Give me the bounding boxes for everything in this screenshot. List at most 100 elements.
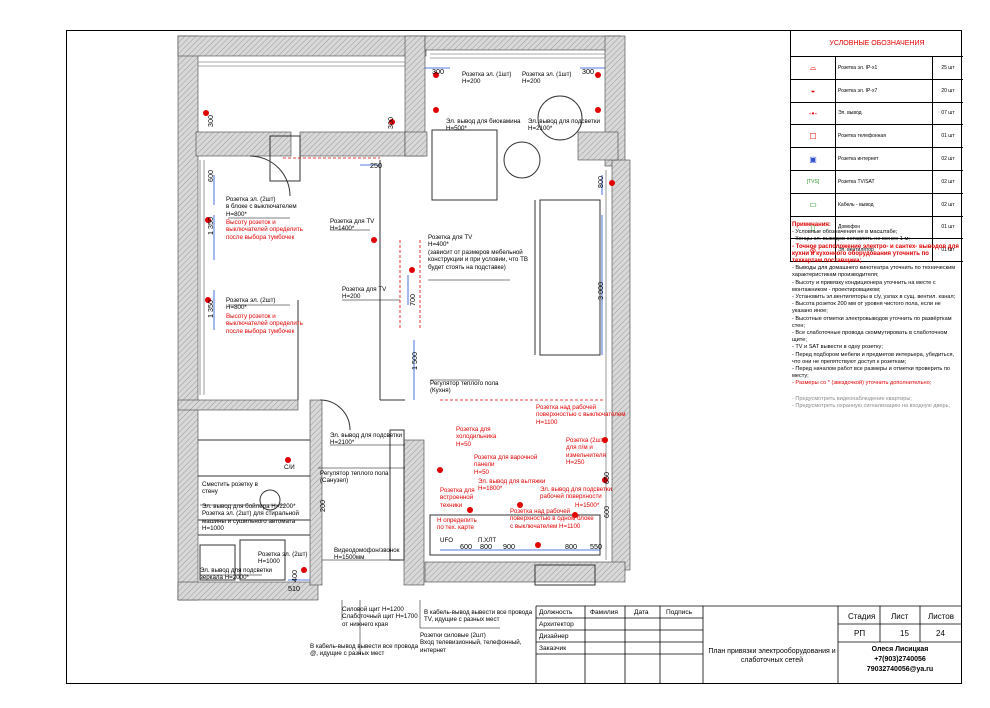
- tb-header-position: Должность: [539, 609, 573, 616]
- leader-lines: [200, 217, 510, 655]
- intercom-icon: ▯: [791, 216, 836, 240]
- note-item: - TV и SAT вывести в одну розетку;: [792, 344, 883, 351]
- outlet-ip-x1-icon: ⌓: [791, 56, 836, 80]
- label-biofireplace: Эл. вывод для биокамина H=500*: [446, 118, 521, 133]
- title-block: Должность Фамилия Дата Подпись Архитекто…: [536, 606, 962, 684]
- author-name: Олеся Лисицкая: [871, 646, 929, 653]
- label-outlet-2: Розетка эл. (1шт) H=200: [522, 71, 572, 86]
- label-fridge-outlet: Розетка для холодильника H=50: [456, 426, 497, 448]
- dim-550: 550: [590, 542, 602, 551]
- label-hood-outlet: Эл. вывод для вытяжки H=1800*: [478, 478, 546, 493]
- tb-header-name: Фамилия: [590, 609, 618, 616]
- tv-sat-socket-icon: [TVS]: [791, 170, 836, 194]
- note-item: - Высотные отметки электровыводов уточни…: [792, 315, 952, 329]
- legend-title: УСЛОВНЫЕ ОБОЗНАЧЕНИЯ: [791, 30, 963, 57]
- dim-300: 300: [206, 115, 215, 127]
- title-block-grid: [535, 605, 962, 684]
- label-lighting-2: Эл. вывод для подсветки H=2100*: [330, 432, 402, 447]
- label-power-outlets: Розетки силовые (2шт) Вход телевизионный…: [420, 632, 522, 654]
- label-ufo: UFO: [440, 537, 454, 544]
- label-hob-outlet: Розетка для варочной панели H=50: [474, 454, 538, 476]
- label-intercom: Видеодомофон/звонок H=1500мм: [334, 547, 400, 562]
- dim-1500: 1 500: [410, 352, 419, 370]
- dim-600: 600: [602, 506, 611, 518]
- fan-icon: ⊛: [791, 238, 836, 263]
- legend-label: Розетка интернет: [835, 147, 933, 171]
- label-move-outlet: Сместить розетку в стену: [202, 481, 258, 496]
- legend-label: Розетка эл. IP-x7: [835, 79, 933, 103]
- label-fridge-mark: П.ХЛТ: [478, 537, 497, 544]
- tb-role: Заказчик: [539, 645, 567, 652]
- outlet-markers: [203, 72, 615, 573]
- label-dishwasher-outlet: Розетка (2шт) для п/м и измельчителя H=2…: [566, 437, 606, 467]
- dim-300: 300: [386, 117, 395, 129]
- label-tv-outlet-3: Розетка для TV H=200: [342, 286, 387, 301]
- internet-socket-icon: ▣: [791, 147, 836, 171]
- tb-header-signature: Подпись: [666, 609, 693, 616]
- legend-label: Розетка эл. IP-x1: [835, 56, 933, 80]
- label-panels: Силовой щит H=1200 Слаботочный щит H=170…: [342, 606, 418, 628]
- label-boiler: Эл. вывод для бойлера H=2200* Розетка эл…: [202, 503, 299, 533]
- label-cable-tv: В кабель-вывод вывести все провода TV, и…: [424, 609, 533, 624]
- dim-200: 200: [318, 500, 327, 512]
- label-cable-internet: В кабель-вывод вывести все провода @, ид…: [310, 643, 419, 658]
- tb-sheets-header: Листов: [928, 612, 954, 621]
- note-item: - Все слаботочные провода скоммутировать…: [792, 330, 948, 344]
- tb-stage-header: Стадия: [848, 612, 876, 621]
- legend-qty: 01 шт: [932, 238, 963, 263]
- label-tv-outlet-2: Розетка для TV H=400* (зависит от размер…: [428, 234, 528, 271]
- note-item: - Перед началом работ все размеры и отме…: [792, 366, 951, 380]
- legend-label: Эл. вентилятор: [835, 238, 933, 263]
- electric-outlet-point-icon: -•-: [791, 102, 836, 126]
- label-bedside-note-1: Высоту розеток и выключателей определить…: [226, 219, 303, 241]
- legend-qty: 02 шт: [932, 170, 963, 194]
- label-floor-heating-bath: Регулятор теплого пола (Санузел): [320, 470, 389, 485]
- dim-250: 250: [370, 161, 382, 170]
- note-item: - Перед подбором мебели и предметов инте…: [792, 351, 955, 365]
- tb-stage: РП: [854, 629, 866, 638]
- legend-qty: 01 шт: [932, 216, 963, 240]
- dim-400: 400: [290, 570, 299, 582]
- legend-qty: 07 шт: [932, 102, 963, 126]
- label-outlet-1: Розетка эл. (1шт) H=200: [462, 71, 512, 86]
- label-tv-outlet-1: Розетка для TV H=1400*: [330, 218, 375, 233]
- notes-title: Примечания:: [792, 222, 831, 228]
- exterior-walls: [177, 35, 631, 601]
- phone-socket-icon: ☐: [791, 124, 836, 149]
- note-item: - Условные обозначения не в масштабе;: [792, 229, 898, 236]
- tb-sheet: 15: [900, 629, 909, 638]
- label-lighting-1: Эл. вывод для подсветки H=2100*: [528, 118, 600, 133]
- label-floor-heating-kitchen: Регулятор теплого пола (Кухня): [430, 380, 499, 395]
- label-worktop-outlet-2: Розетка над рабочей поверхностью в одном…: [510, 508, 594, 530]
- legend-qty: 02 шт: [932, 147, 963, 171]
- note-item: - Высота розеток 200 мм от уровня чистог…: [792, 301, 941, 315]
- dim-3000: 3 000: [596, 282, 605, 300]
- dim-800: 800: [596, 176, 605, 188]
- dim-700: 700: [408, 294, 417, 306]
- dim-300: 300: [582, 67, 594, 76]
- legend-qty: 01 шт: [932, 124, 963, 149]
- label-worktop-outlet-1: Розетка над рабочей поверхностью с выклю…: [536, 404, 626, 426]
- tb-sheets: 24: [936, 629, 945, 638]
- dim-800: 800: [480, 542, 492, 551]
- tb-role: Архитектор: [539, 621, 574, 628]
- wiring-lines: [283, 157, 605, 401]
- legend-qty: 02 шт: [932, 193, 963, 217]
- drawing-title: План привязки электрооборудования и слаб…: [708, 648, 836, 664]
- note-item: - Концы эл. выводов оставлять не менее 1…: [792, 236, 910, 243]
- legend-qty: 20 шт: [932, 79, 963, 103]
- tb-header-date: Дата: [634, 609, 649, 616]
- author-phone: +7(903)2740056: [874, 656, 926, 663]
- legend-label: Розетка TV/SAT: [835, 170, 933, 194]
- drawing-frame: [66, 30, 962, 684]
- note-item: - Установить эл.вентиляторы в с/у, узлах…: [792, 294, 956, 301]
- note-item: - Размеры со * (звездочкой) уточнить доп…: [792, 380, 932, 387]
- note-item: - Предусмотреть видеонаблюдение квартиры…: [792, 395, 912, 402]
- window-lines: [198, 53, 607, 560]
- dim-800: 800: [565, 542, 577, 551]
- notes: Примечания: - Условные обозначения не в …: [792, 222, 960, 410]
- author-email: 79032740056@ya.ru: [866, 666, 934, 673]
- tb-role: Дизайнер: [539, 633, 569, 640]
- note-item: - Точное расположение электро- и сантех-…: [792, 243, 959, 265]
